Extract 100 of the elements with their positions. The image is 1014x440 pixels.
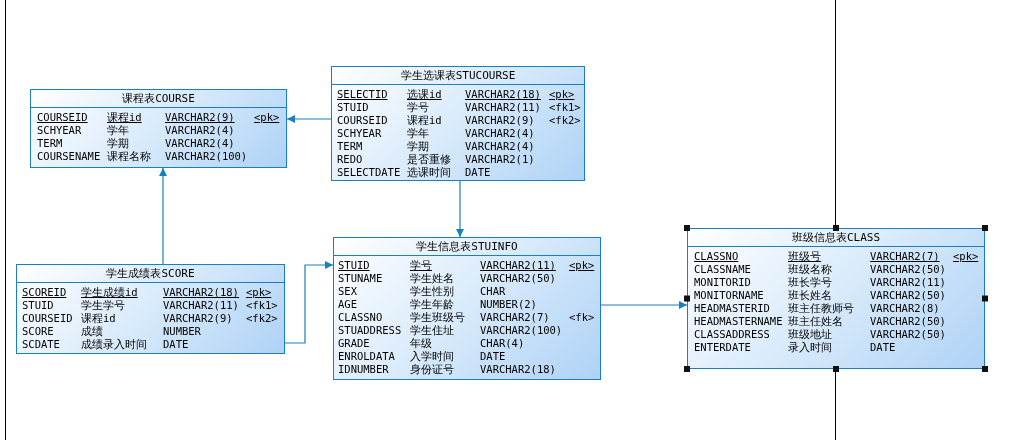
- column-comment: 身份证号: [410, 363, 454, 376]
- table-title: 学生成绩表SCORE: [106, 266, 195, 282]
- data-type: VARCHAR2(100): [165, 150, 248, 163]
- column-name: SCOREID: [22, 286, 67, 299]
- column-name: SCORE: [22, 325, 54, 338]
- data-type: VARCHAR2(11): [465, 101, 541, 114]
- data-type: DATE: [870, 341, 896, 354]
- data-type: VARCHAR2(11): [870, 276, 946, 289]
- entity-table: [16, 264, 285, 354]
- column-comment: 学年: [407, 127, 429, 140]
- column-comment: 学生年龄: [410, 298, 454, 311]
- data-type: VARCHAR2(50): [870, 315, 946, 328]
- entity-table: [331, 66, 585, 181]
- column-name: COURSEID: [22, 312, 73, 325]
- column-comment: 是否重修: [407, 153, 451, 166]
- table-title: 学生信息表STUINFO: [416, 239, 518, 255]
- column-comment: 成绩: [81, 325, 103, 338]
- data-type: VARCHAR2(11): [163, 299, 239, 312]
- data-type: VARCHAR2(11): [480, 259, 556, 272]
- data-type: VARCHAR2(9): [163, 312, 233, 325]
- data-type: DATE: [163, 338, 189, 351]
- data-type: VARCHAR2(8): [870, 302, 940, 315]
- column-comment: 课程id: [407, 114, 442, 127]
- column-name: IDNUMBER: [338, 363, 389, 376]
- key-marker: <fk2>: [246, 312, 278, 325]
- data-type: VARCHAR2(4): [165, 124, 235, 137]
- column-comment: 班级名称: [788, 263, 832, 276]
- column-name: COURSENAME: [37, 150, 101, 163]
- column-name: MONITORNAME: [694, 289, 764, 302]
- column-comment: 学生班级号: [410, 311, 465, 324]
- column-name: GRADE: [338, 337, 370, 350]
- key-marker: <pk>: [254, 111, 280, 124]
- column-comment: 选课id: [407, 88, 442, 101]
- key-marker: <fk2>: [549, 114, 581, 127]
- column-comment: 班主任姓名: [788, 315, 843, 328]
- column-name: ENTERDATE: [694, 341, 751, 354]
- column-comment: 课程名称: [107, 150, 151, 163]
- column-comment: 班长姓名: [788, 289, 832, 302]
- column-name: COURSEID: [337, 114, 388, 127]
- column-name: TERM: [37, 137, 63, 150]
- data-type: VARCHAR2(100): [480, 324, 563, 337]
- column-comment: 学号: [410, 259, 432, 272]
- column-name: STUID: [337, 101, 369, 114]
- entity-table: [333, 237, 601, 380]
- data-type: CHAR: [480, 285, 506, 298]
- column-name: STUID: [22, 299, 54, 312]
- data-type: VARCHAR2(50): [870, 263, 946, 276]
- key-marker: <pk>: [246, 286, 272, 299]
- column-comment: 班级地址: [788, 328, 832, 341]
- column-comment: 班级号: [788, 250, 821, 263]
- column-name: CLASSNO: [338, 311, 383, 324]
- column-comment: 班主任教师号: [788, 302, 854, 315]
- column-name: SELECTID: [337, 88, 388, 101]
- column-name: STUADDRESS: [338, 324, 402, 337]
- data-type: VARCHAR2(4): [165, 137, 235, 150]
- key-marker: <fk>: [569, 311, 595, 324]
- column-name: CLASSNO: [694, 250, 739, 263]
- column-comment: 班长学号: [788, 276, 832, 289]
- key-marker: <fk1>: [549, 101, 581, 114]
- column-name: CLASSNAME: [694, 263, 751, 276]
- column-name: SCHYEAR: [337, 127, 382, 140]
- data-type: VARCHAR2(7): [870, 250, 940, 263]
- column-comment: 学生住址: [410, 324, 454, 337]
- data-type: VARCHAR2(18): [163, 286, 239, 299]
- key-marker: <pk>: [953, 250, 979, 263]
- data-type: VARCHAR2(50): [870, 289, 946, 302]
- column-comment: 学生成绩id: [81, 286, 138, 299]
- data-type: NUMBER(2): [480, 298, 537, 311]
- relationship-arrow: [286, 115, 332, 123]
- column-name: HEADMASTERNAME: [694, 315, 783, 328]
- column-comment: 学期: [107, 137, 129, 150]
- column-name: MONITORID: [694, 276, 751, 289]
- column-name: REDO: [337, 153, 363, 166]
- data-type: VARCHAR2(7): [480, 311, 550, 324]
- column-comment: 入学时间: [410, 350, 454, 363]
- column-comment: 选课时间: [407, 166, 451, 179]
- data-type: NUMBER: [163, 325, 201, 338]
- column-comment: 学号: [407, 101, 429, 114]
- key-marker: <pk>: [549, 88, 575, 101]
- data-type: VARCHAR2(4): [465, 127, 535, 140]
- column-name: COURSEID: [37, 111, 88, 124]
- column-comment: 学生姓名: [410, 272, 454, 285]
- column-comment: 录入时间: [788, 341, 832, 354]
- data-type: VARCHAR2(50): [480, 272, 556, 285]
- relationship-arrow: [284, 261, 334, 344]
- column-name: STUID: [338, 259, 370, 272]
- table-title: 课程表COURSE: [122, 91, 195, 107]
- data-type: DATE: [480, 350, 506, 363]
- column-comment: 课程id: [81, 312, 116, 325]
- column-name: TERM: [337, 140, 363, 153]
- column-comment: 课程id: [107, 111, 142, 124]
- data-type: VARCHAR2(18): [465, 88, 541, 101]
- column-name: SCDATE: [22, 338, 60, 351]
- column-name: HEADMASTERID: [694, 302, 770, 315]
- key-marker: <fk1>: [246, 299, 278, 312]
- column-name: AGE: [338, 298, 357, 311]
- entity-table: [30, 89, 287, 168]
- column-comment: 学生学号: [81, 299, 125, 312]
- data-type: VARCHAR2(9): [465, 114, 535, 127]
- key-marker: <pk>: [569, 259, 595, 272]
